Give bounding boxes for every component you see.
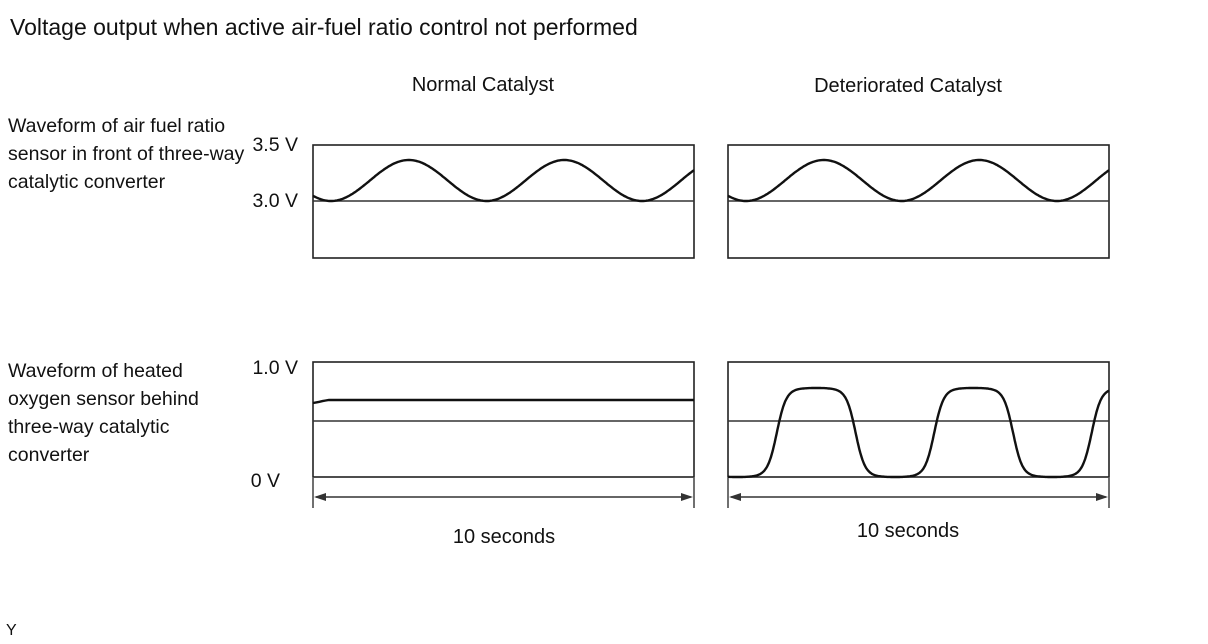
tick-label-3-0v: 3.0 V [252,190,298,212]
waveform-o2-deteriorated [728,386,1110,479]
column-header-normal-catalyst: Normal Catalyst [411,74,555,96]
row-label-heated-oxygen-sensor: Waveform of heated oxygen sensor behind … [8,360,199,466]
tick-label-0v: 0 V [250,470,280,492]
column-header-deteriorated-catalyst: Deteriorated Catalyst [814,75,1002,97]
panel-frame-o2-normal [312,361,695,478]
footnote-mark: Y [6,622,17,639]
duration-label-normal: 10 seconds [452,526,556,548]
tick-label-1-0v: 1.0 V [252,357,298,379]
dimension-line-deteriorated [727,478,1110,508]
tick-label-3-5v: 3.5 V [252,134,298,156]
panel-frame-o2-deteriorated [727,361,1110,478]
waveform-o2-normal [312,398,694,405]
row-label-air-fuel-ratio-sensor: Waveform of air fuel ratio sensor in fro… [8,115,245,193]
page-title: Voltage output when active air-fuel rati… [10,14,638,40]
duration-label-deteriorated: 10 seconds [856,520,960,542]
waveform-afr-normal [312,158,695,203]
dimension-line-normal [312,478,695,508]
waveform-afr-deteriorated [727,158,1110,203]
